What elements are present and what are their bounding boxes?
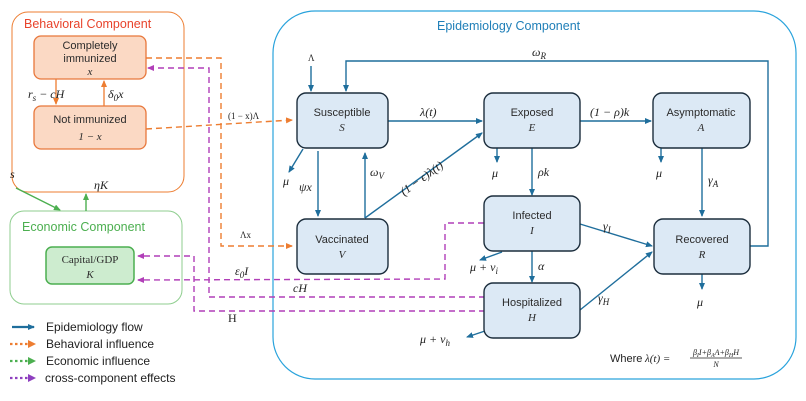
node-exposed-label: Exposed xyxy=(511,107,554,119)
node-not-immunized-label: Not immunized xyxy=(53,114,126,126)
node-vaccinated[interactable]: Vaccinated V xyxy=(296,218,389,275)
label-one-minus-eps-lambda: (1 − ϵ)λ(t) xyxy=(398,158,446,198)
hospitalized-to-immunized-line xyxy=(147,65,485,298)
label-rs-cH: rs − cH xyxy=(28,87,66,103)
formula-denominator: N xyxy=(712,360,719,369)
s-mu-arrow xyxy=(288,148,304,173)
node-capital-label: Capital/GDP xyxy=(62,254,119,266)
formula-lhs: λ(t) = xyxy=(644,353,670,365)
node-infected-label: Infected xyxy=(512,210,551,222)
node-recovered-symbol: R xyxy=(698,249,706,261)
node-vaccinated-symbol: V xyxy=(339,249,347,261)
node-hospitalized-label: Hospitalized xyxy=(502,297,562,309)
label-s-input: s xyxy=(10,167,15,181)
legend: Epidemiology flow Behavioral influence E… xyxy=(10,320,176,385)
legend-arrowhead-behavioral xyxy=(28,340,36,348)
legend-label-cross: cross-component effects xyxy=(45,371,176,385)
node-exposed[interactable]: Exposed E xyxy=(483,92,581,149)
label-one-minus-rho-k: (1 − ρ)k xyxy=(590,105,630,119)
legend-arrowhead-economic xyxy=(28,357,36,365)
label-gamma-I: γI xyxy=(603,219,612,235)
legend-item-cross: cross-component effects xyxy=(10,371,176,385)
node-asymptomatic-symbol: A xyxy=(697,122,705,134)
node-capital[interactable]: Capital/GDP K xyxy=(45,246,135,285)
epidemiology-component-title: Epidemiology Component xyxy=(437,19,581,33)
economic-influence-lines xyxy=(15,187,89,211)
node-recovered-label: Recovered xyxy=(675,234,728,246)
node-not-immunized[interactable]: Not immunized 1 − x xyxy=(33,105,147,150)
node-completely-immunized[interactable]: Completely immunized x xyxy=(33,35,147,80)
node-asymptomatic[interactable]: Asymptomatic A xyxy=(652,92,751,149)
node-vaccinated-label: Vaccinated xyxy=(315,234,369,246)
label-e-mu: μ xyxy=(491,166,498,180)
label-psi-x: ψx xyxy=(299,180,312,194)
legend-item-epidemiology: Epidemiology flow xyxy=(12,320,143,334)
node-susceptible-label: Susceptible xyxy=(314,107,371,119)
s-to-economic-line xyxy=(15,187,61,211)
legend-label-epidemiology: Epidemiology flow xyxy=(46,320,143,334)
label-s-mu: μ xyxy=(282,174,289,188)
node-completely-immunized-label-1: Completely xyxy=(62,40,118,52)
label-lambda-t: λ(t) xyxy=(419,105,437,119)
immunized-to-vaccinated-line xyxy=(146,57,293,249)
label-a-mu: μ xyxy=(655,166,662,180)
label-alpha: α xyxy=(538,259,545,273)
behavioral-arrows xyxy=(53,79,107,106)
label-rho-k: ρk xyxy=(537,165,550,179)
economic-component-title: Economic Component xyxy=(22,220,146,234)
node-completely-immunized-label-2: immunized xyxy=(63,53,116,65)
node-exposed-symbol: E xyxy=(528,122,536,134)
label-mu-nu-i: μ + νi xyxy=(469,260,498,276)
behavioral-component-box xyxy=(11,11,185,193)
label-gamma-H: γH xyxy=(598,291,610,307)
label-r-mu: μ xyxy=(696,295,703,309)
label-cH: cH xyxy=(293,281,308,295)
label-mu-nu-h: μ + νh xyxy=(419,332,450,348)
node-infected-symbol: I xyxy=(529,225,535,237)
legend-item-economic: Economic influence xyxy=(10,354,150,368)
label-lambda-x: Λx xyxy=(240,230,252,240)
legend-arrowhead-cross xyxy=(28,374,36,382)
node-not-immunized-symbol: 1 − x xyxy=(78,131,101,143)
lambda-formula: Where λ(t) = βII+βAA+βHH N xyxy=(610,348,742,369)
label-eta-K: ηK xyxy=(94,178,109,192)
node-susceptible-symbol: S xyxy=(339,122,345,134)
node-completely-immunized-symbol: x xyxy=(87,66,93,78)
behavioral-component-title: Behavioral Component xyxy=(24,17,152,31)
label-epsilon0-I: ε0I xyxy=(235,264,249,280)
node-recovered[interactable]: Recovered R xyxy=(653,218,751,275)
not-immunized-to-susceptible-line xyxy=(145,117,293,130)
label-Lambda: Λ xyxy=(308,53,315,63)
formula-prefix: Where xyxy=(610,353,642,365)
label-delta0x: δ0x xyxy=(108,87,124,103)
node-hospitalized-symbol: H xyxy=(527,312,537,324)
i-to-r-arrow xyxy=(579,223,653,248)
epidemiology-component-box xyxy=(272,10,797,380)
node-hospitalized[interactable]: Hospitalized H xyxy=(483,282,581,339)
economic-component-box xyxy=(9,210,183,305)
node-capital-symbol: K xyxy=(85,269,94,281)
i-death-arrow xyxy=(479,251,503,261)
v-to-e-arrow xyxy=(364,132,483,219)
node-asymptomatic-label: Asymptomatic xyxy=(666,107,736,119)
legend-label-behavioral: Behavioral influence xyxy=(46,337,154,351)
formula-numerator: βII+βAA+βHH xyxy=(692,348,740,359)
label-one-minus-x-lambda: (1 − x)Λ xyxy=(228,111,260,121)
h-to-r-arrow xyxy=(579,251,653,311)
legend-label-economic: Economic influence xyxy=(46,354,150,368)
label-omega-V: ωV xyxy=(370,165,385,181)
cross-component-lines xyxy=(137,65,485,312)
behavioral-influence-lines xyxy=(145,57,293,249)
legend-item-behavioral: Behavioral influence xyxy=(10,337,154,351)
node-susceptible[interactable]: Susceptible S xyxy=(296,92,389,149)
label-gamma-A: γA xyxy=(708,173,719,189)
node-infected[interactable]: Infected I xyxy=(483,195,581,252)
label-omega-R: ωR xyxy=(532,45,546,61)
hospitalized-to-capital-line xyxy=(137,253,485,312)
label-H: H xyxy=(228,311,237,325)
